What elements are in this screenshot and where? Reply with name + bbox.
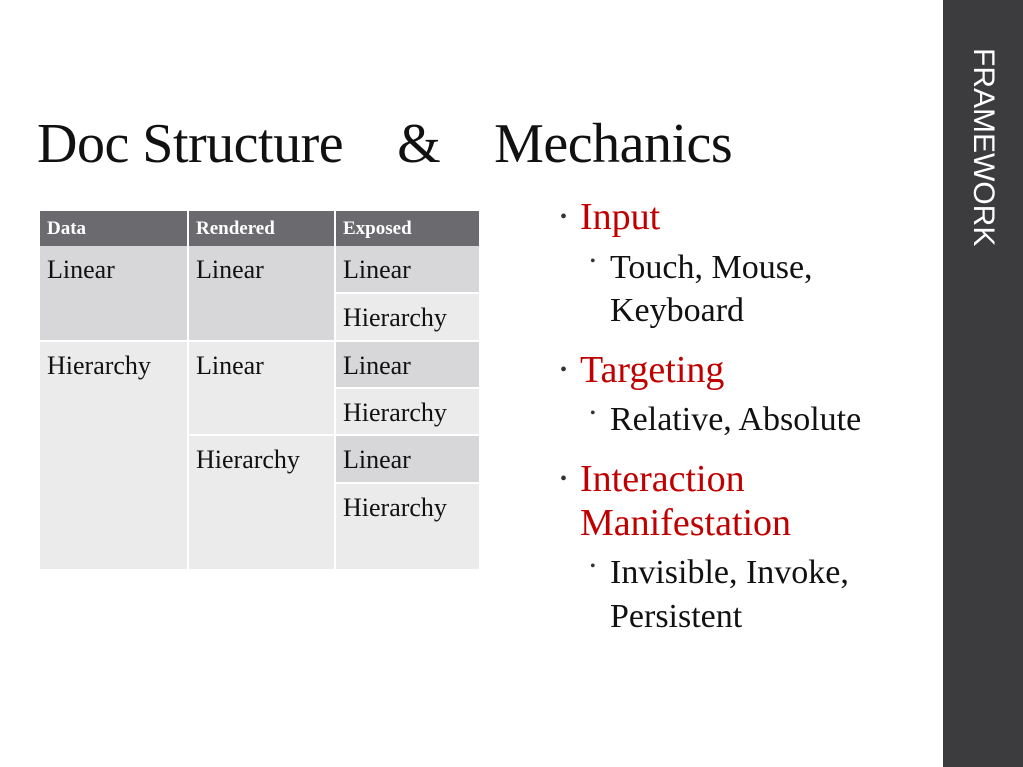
sub-bullet-item: • Relative, Absolute	[560, 398, 930, 442]
cell-exposed: Hierarchy	[335, 387, 479, 437]
bullet-dot-icon: •	[590, 405, 596, 423]
header-rendered: Rendered	[188, 211, 336, 246]
bullet-dot-icon: •	[560, 358, 568, 381]
sub-bullet-item: • Invisible, Invoke, Persistent	[560, 551, 930, 638]
bullet-group-targeting: • Targeting • Relative, Absolute	[560, 349, 930, 442]
slide-title: Doc Structure & Mechanics	[37, 113, 733, 175]
table-row: Hierarchy	[40, 387, 479, 437]
bullet-item: • Input	[560, 196, 930, 240]
table-row: Hierarchy Linear Linear	[40, 340, 479, 572]
cell-data: Hierarchy	[40, 340, 189, 572]
cell-exposed: Hierarchy	[335, 293, 479, 342]
structure-table: Data Rendered Exposed Linear Linear Line…	[40, 211, 479, 572]
sub-bullet-label: Touch, Mouse, Keyboard	[610, 248, 813, 330]
header-exposed: Exposed	[335, 211, 479, 246]
cell-exposed: Linear	[335, 435, 479, 484]
sub-bullet-item: • Touch, Mouse, Keyboard	[560, 246, 930, 333]
bullet-item: • Targeting	[560, 349, 930, 393]
cell-exposed: Hierarchy	[335, 482, 479, 572]
bullet-dot-icon: •	[560, 467, 568, 490]
bullet-group-interaction: • Interaction Manifestation • Invisible,…	[560, 458, 930, 638]
cell-exposed: Linear	[335, 246, 479, 295]
bullet-label: Interaction Manifestation	[580, 457, 792, 544]
table-row: Linear Linear Linear	[40, 246, 479, 342]
table-row: Hierarchy	[40, 482, 479, 572]
sub-bullet-label: Relative, Absolute	[610, 401, 862, 439]
bullet-dot-icon: •	[560, 206, 568, 228]
bullet-list: • Input • Touch, Mouse, Keyboard • Targe…	[560, 196, 930, 654]
side-band	[943, 0, 1023, 767]
section-label: FRAMEWORK	[967, 48, 1000, 247]
table-row: Hierarchy	[40, 293, 479, 342]
table-header-row: Data Rendered Exposed	[40, 211, 479, 246]
header-data: Data	[40, 211, 189, 246]
sub-bullet-label: Invisible, Invoke, Persistent	[610, 554, 849, 635]
bullet-label: Targeting	[580, 348, 725, 391]
cell-exposed: Linear	[335, 340, 479, 389]
bullet-dot-icon: •	[590, 558, 596, 576]
cell-data: Linear	[40, 246, 189, 342]
bullet-label: Input	[580, 196, 661, 238]
bullet-group-input: • Input • Touch, Mouse, Keyboard	[560, 196, 930, 333]
cell-rendered: Linear	[188, 340, 336, 437]
cell-rendered: Linear	[188, 246, 336, 342]
bullet-item: • Interaction Manifestation	[560, 458, 930, 545]
cell-rendered: Hierarchy	[188, 435, 336, 571]
table-row: Hierarchy Linear	[40, 435, 479, 571]
bullet-dot-icon: •	[590, 252, 596, 270]
